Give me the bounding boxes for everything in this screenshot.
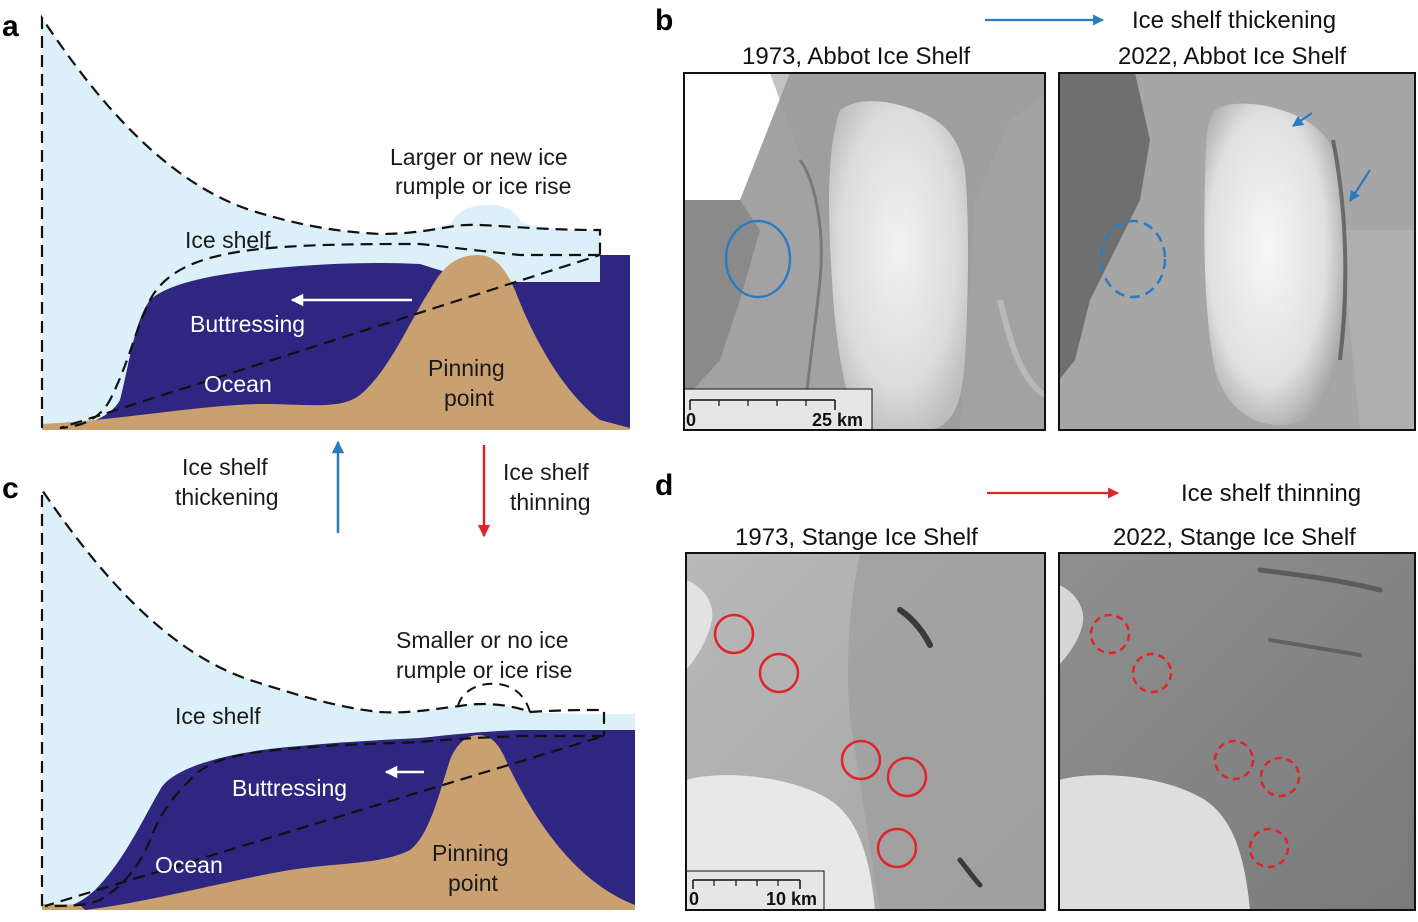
scale-start-abbot: 0 <box>686 410 696 430</box>
legend-thickening-label: Ice shelf thickening <box>1132 7 1336 34</box>
scale-bar-abbot: 0 25 km <box>686 399 863 430</box>
red-dashed-circle-2022-3 <box>1213 739 1255 781</box>
buttressing-label-c: Buttressing <box>232 775 347 801</box>
panel-b: b Ice shelf thickening 1973, Abbot Ice S… <box>655 4 1416 431</box>
ocean-label-c: Ocean <box>155 852 223 878</box>
scale-start-stange: 0 <box>689 889 699 909</box>
image-title-1973-abbot: 1973, Abbot Ice Shelf <box>742 43 971 70</box>
scale-end-stange: 10 km <box>766 889 817 909</box>
blue-dashed-circle-2022-abbot <box>1099 219 1167 299</box>
panel-d: d Ice shelf thinning 1973, Stange Ice Sh… <box>655 469 1416 911</box>
seabed-c <box>42 735 635 910</box>
thickening-label-line1: Ice shelf <box>182 454 268 480</box>
rumple-label-c-line2: rumple or ice rise <box>396 657 572 683</box>
panel-letter-a: a <box>2 10 19 43</box>
ice-shelf-label-a: Ice shelf <box>185 227 271 253</box>
ice-shelf-label-c: Ice shelf <box>175 703 261 729</box>
blue-circle-1973-abbot <box>724 219 792 299</box>
red-circle-1973-3 <box>840 739 882 781</box>
pinning-label-c-line1: Pinning <box>432 840 509 866</box>
scale-end-abbot: 25 km <box>812 410 863 430</box>
thickening-label-line2: thickening <box>175 484 279 510</box>
ice-outline-c <box>40 486 606 908</box>
red-circle-1973-4 <box>886 756 928 798</box>
thinning-label-line2: thinning <box>510 489 591 515</box>
image-title-2022-stange: 2022, Stange Ice Shelf <box>1113 524 1356 551</box>
red-circle-1973-2 <box>758 652 800 694</box>
pinning-label-a-line1: Pinning <box>428 355 505 381</box>
satellite-image-1973-stange: 0 10 km <box>685 552 1046 911</box>
ice-shelf-area-c <box>42 490 635 910</box>
thinning-label-line1: Ice shelf <box>503 459 589 485</box>
rumple-label-a-line2: rumple or ice rise <box>395 173 571 199</box>
satellite-image-1973-abbot: 0 25 km <box>683 72 1047 431</box>
ocean-label-a: Ocean <box>204 371 272 397</box>
red-dashed-circle-2022-1 <box>1089 613 1131 655</box>
panel-letter-d: d <box>655 469 673 502</box>
abbot-2022-shelf <box>1204 103 1344 425</box>
seabed-a <box>42 255 630 430</box>
panel-c: c Ice shelf Buttressing Ocean Pinning po… <box>2 472 635 910</box>
legend-thinning-label: Ice shelf thinning <box>1181 480 1361 507</box>
panel-letter-b: b <box>655 4 673 37</box>
scale-bar-stange: 0 10 km <box>689 879 817 909</box>
red-circle-1973-5 <box>876 827 918 869</box>
transition-arrows: Ice shelf thickening Ice shelf thinning <box>175 440 591 538</box>
abbot-1973-shelf <box>829 101 969 430</box>
ice-outline-a <box>40 14 602 430</box>
thickening-marker-arrow-2 <box>1349 169 1371 202</box>
ice-rumple-a <box>448 205 525 232</box>
rumple-label-a-line1: Larger or new ice <box>390 144 568 170</box>
red-dashed-circle-2022-5 <box>1248 827 1290 869</box>
image-title-1973-stange: 1973, Stange Ice Shelf <box>735 524 978 551</box>
satellite-image-2022-stange <box>1058 552 1416 911</box>
rumple-label-c-line1: Smaller or no ice <box>396 627 569 653</box>
pinning-label-a-line2: point <box>444 385 494 411</box>
thickening-marker-arrow-1 <box>1292 112 1313 127</box>
satellite-image-2022-abbot <box>1058 72 1416 431</box>
panel-a: a Ice shelf Buttressing Ocean Pinning po… <box>2 10 630 430</box>
buttressing-label-a: Buttressing <box>190 311 305 337</box>
image-title-2022-abbot: 2022, Abbot Ice Shelf <box>1118 43 1347 70</box>
pinning-label-c-line2: point <box>448 870 498 896</box>
red-dashed-circle-2022-4 <box>1259 756 1301 798</box>
red-dashed-circle-2022-2 <box>1131 652 1173 694</box>
panel-letter-c: c <box>2 472 19 505</box>
red-circle-1973-1 <box>713 613 755 655</box>
